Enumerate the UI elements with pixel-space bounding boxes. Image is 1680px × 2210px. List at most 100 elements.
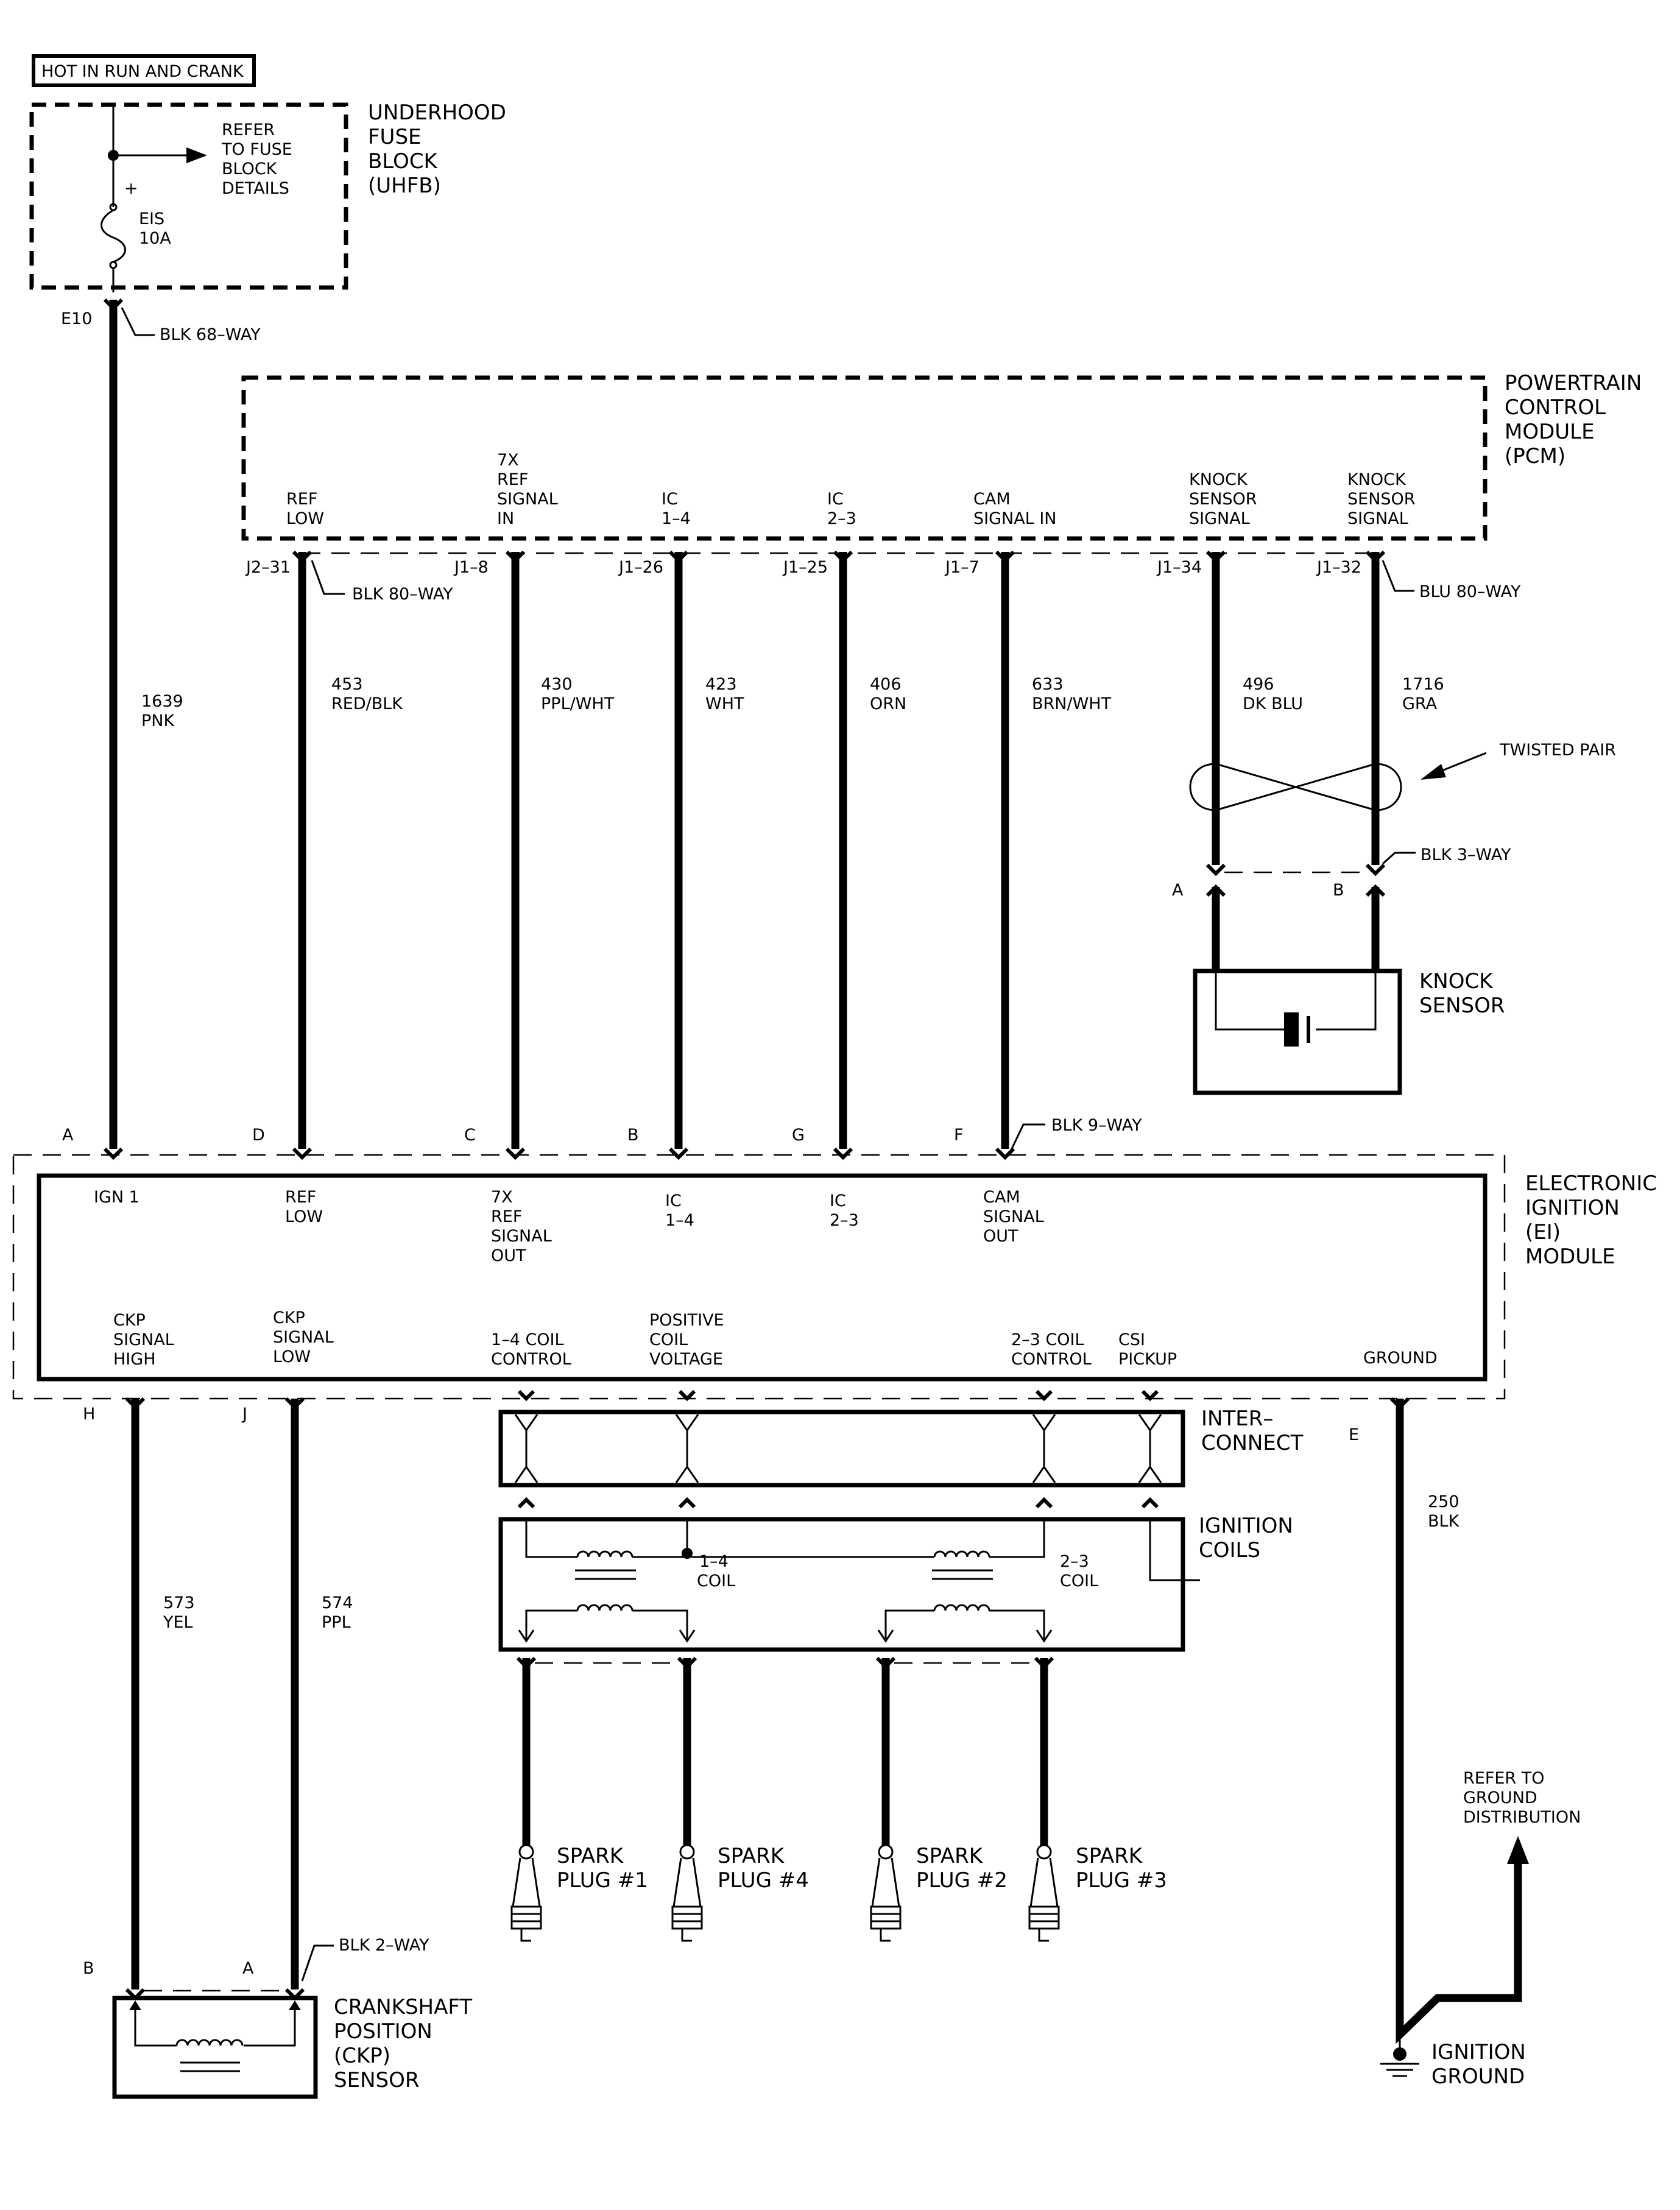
- pcm-pin-label-ref-low: REF LOW: [286, 490, 324, 528]
- coil-top-terminals: [517, 1497, 1159, 1509]
- knock-sensor-title: KNOCK SENSOR: [1419, 969, 1505, 1018]
- svg-text:YEL: YEL: [163, 1613, 193, 1632]
- spark-plug-4-icon: [671, 1844, 703, 1942]
- connector-blk-80-way: BLK 80–WAY: [352, 585, 453, 604]
- interconnect-top-terminals: [517, 1389, 1159, 1402]
- svg-text:SIGNAL: SIGNAL: [491, 1227, 552, 1246]
- spark-plug-2-label: SPARK PLUG #2: [916, 1844, 1008, 1893]
- pin-j1-34: J1–34: [1156, 558, 1202, 577]
- svg-text:INTER–: INTER–: [1201, 1407, 1273, 1431]
- svg-text:CAM: CAM: [983, 1188, 1020, 1207]
- leader-line: [1382, 852, 1416, 865]
- svg-text:SPARK: SPARK: [916, 1844, 984, 1868]
- fuse-icon: [101, 203, 126, 292]
- svg-text:POWERTRAIN: POWERTRAIN: [1505, 371, 1642, 395]
- wire-label-573: 573 YEL: [163, 1594, 195, 1632]
- ei-pin-e: E: [1349, 1425, 1359, 1444]
- ei-connector-outline: [12, 1154, 1506, 1400]
- svg-text:BLK: BLK: [1428, 1512, 1460, 1531]
- svg-text:LOW: LOW: [273, 1347, 311, 1366]
- svg-text:CKP: CKP: [273, 1308, 305, 1327]
- ei-label-ic14: IC 1–4: [665, 1191, 694, 1230]
- spark-plug-3-icon: [1028, 1844, 1060, 1942]
- leader-line: [1010, 1123, 1045, 1151]
- ignition-coils-box: [498, 1517, 1185, 1652]
- ei-label-ground: GROUND: [1363, 1349, 1438, 1368]
- wire-label-423: 423 WHT: [705, 675, 744, 713]
- uhfb-box: [29, 102, 348, 290]
- svg-text:MODULE: MODULE: [1505, 420, 1595, 444]
- pin-j1-25: J1–25: [782, 558, 828, 577]
- svg-text:GROUND: GROUND: [1431, 2064, 1525, 2089]
- svg-text:PPL/WHT: PPL/WHT: [541, 694, 615, 713]
- refer-arrow-icon: [186, 147, 207, 163]
- ignition-coils-title: IGNITION COILS: [1199, 1514, 1293, 1562]
- pcm-box: [241, 375, 1488, 541]
- spark-plug-4-label: SPARK PLUG #4: [718, 1844, 809, 1893]
- svg-text:RED/BLK: RED/BLK: [331, 694, 403, 713]
- pcm-title: POWERTRAIN CONTROL MODULE (PCM): [1505, 371, 1642, 468]
- fuse-rating: EIS 10A: [139, 210, 171, 248]
- interconnect-title: INTER– CONNECT: [1201, 1407, 1304, 1455]
- pcm-pin-label-cam: CAM SIGNAL IN: [973, 490, 1056, 528]
- svg-text:COILS: COILS: [1199, 1538, 1260, 1562]
- ei-pin-a: A: [62, 1126, 74, 1145]
- ei-label-ref-low: REF LOW: [285, 1188, 323, 1226]
- svg-text:SPARK: SPARK: [557, 1844, 624, 1868]
- ei-pin-c: C: [464, 1126, 476, 1145]
- svg-text:CONTROL: CONTROL: [491, 1350, 571, 1369]
- svg-text:1–4: 1–4: [665, 1211, 694, 1230]
- svg-text:2–3: 2–3: [830, 1211, 859, 1230]
- svg-text:SIGNAL: SIGNAL: [983, 1207, 1044, 1226]
- svg-text:496: 496: [1243, 675, 1274, 694]
- leader-line: [301, 1944, 334, 1982]
- svg-text:CONNECT: CONNECT: [1201, 1431, 1304, 1455]
- svg-text:BLOCK: BLOCK: [222, 160, 278, 178]
- svg-text:430: 430: [541, 675, 573, 694]
- wire-406-orn: [833, 550, 853, 1160]
- wire-496-dk-blu: [1205, 550, 1226, 877]
- knock-sensor-box: [1193, 969, 1402, 1095]
- svg-text:406: 406: [870, 675, 902, 694]
- twisted-pair-icon: [1189, 763, 1402, 811]
- svg-text:7X: 7X: [497, 451, 519, 470]
- spark-plug-1-label: SPARK PLUG #1: [557, 1844, 648, 1893]
- svg-text:COIL: COIL: [1060, 1572, 1098, 1590]
- ei-pin-h: H: [83, 1405, 95, 1424]
- ckp-pin-b: B: [83, 1959, 94, 1978]
- svg-text:DETAILS: DETAILS: [222, 179, 289, 198]
- ckp-sensor-coil-icon: [129, 2000, 301, 2072]
- svg-text:1716: 1716: [1402, 675, 1444, 694]
- svg-text:SENSOR: SENSOR: [1189, 490, 1257, 509]
- wire-label-250: 250 BLK: [1428, 1492, 1460, 1531]
- svg-text:453: 453: [331, 675, 363, 694]
- svg-text:DK BLU: DK BLU: [1243, 694, 1303, 713]
- svg-text:1–4 COIL: 1–4 COIL: [491, 1330, 564, 1349]
- svg-text:REF: REF: [491, 1207, 522, 1226]
- coil-core-icon: [575, 1569, 993, 1580]
- svg-text:POSITION: POSITION: [334, 2019, 432, 2044]
- ei-module-box: [37, 1173, 1488, 1382]
- ckp-pin-a: A: [242, 1959, 254, 1978]
- ei-pin-b: B: [627, 1126, 639, 1145]
- ei-pin-f: F: [954, 1126, 964, 1145]
- twisted-pair-label: TWISTED PAIR: [1499, 741, 1616, 760]
- svg-text:1639: 1639: [141, 692, 183, 711]
- ei-label-14-coil-control: 1–4 COIL CONTROL: [491, 1330, 571, 1369]
- connector-blk-2-way: BLK 2–WAY: [339, 1936, 429, 1955]
- svg-text:SPARK: SPARK: [718, 1844, 785, 1868]
- svg-text:CONTROL: CONTROL: [1011, 1350, 1092, 1369]
- knock-sensor-element-icon: [1215, 971, 1377, 1047]
- pcm-pin-label-7x-ref: 7X REF SIGNAL IN: [497, 451, 558, 528]
- svg-text:IGNITION: IGNITION: [1199, 1514, 1293, 1538]
- leader-line: [311, 560, 345, 595]
- connector-blk-68-way: BLK 68–WAY: [160, 325, 261, 344]
- wire-430-ppl-wht: [505, 550, 526, 1160]
- svg-text:POSITIVE: POSITIVE: [649, 1311, 724, 1330]
- wire-574-ppl: [284, 1397, 305, 2001]
- pcm-pin-label-ic23: IC 2–3: [827, 490, 856, 528]
- spark-plug-3-label: SPARK PLUG #3: [1076, 1844, 1167, 1893]
- pin-j1-8: J1–8: [453, 558, 489, 577]
- svg-text:2–3 COIL: 2–3 COIL: [1011, 1330, 1084, 1349]
